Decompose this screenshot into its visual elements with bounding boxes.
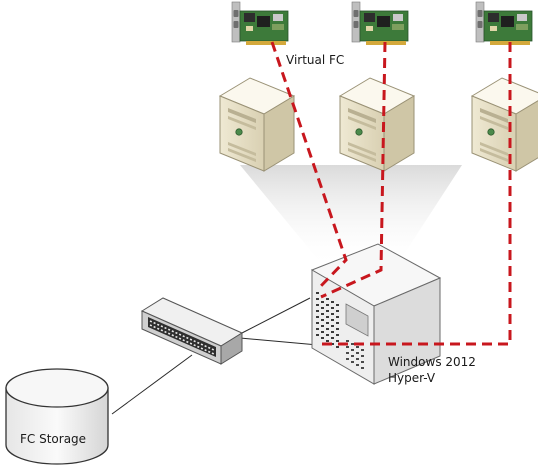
virtual-fc-path-right [320, 42, 512, 346]
hyperv-host-server-icon [310, 243, 442, 385]
fc-hba-card-right-icon [475, 1, 533, 46]
fc-switch-icon [140, 297, 244, 365]
link-switch-host-upper [239, 297, 311, 335]
virtual-fc-path-center [320, 41, 387, 299]
vm-tower-server-center-icon [339, 77, 415, 172]
virtual-fc-label: Virtual FC [286, 53, 344, 67]
fc-hba-card-center-icon [351, 1, 409, 46]
link-switch-host-lower [239, 337, 319, 346]
vm-tower-server-right-icon [471, 77, 538, 172]
projection-beam [240, 165, 462, 268]
host-label-line1: Windows 2012 [388, 355, 476, 369]
virtual-fc-path-left [270, 41, 348, 290]
fc-hba-card-left-icon [231, 1, 289, 46]
storage-drum-icon [5, 368, 109, 465]
storage-label: FC Storage [20, 432, 86, 446]
host-label-line2: Hyper-V [388, 371, 436, 385]
link-switch-storage [111, 354, 193, 415]
vm-tower-server-left-icon [219, 77, 295, 172]
